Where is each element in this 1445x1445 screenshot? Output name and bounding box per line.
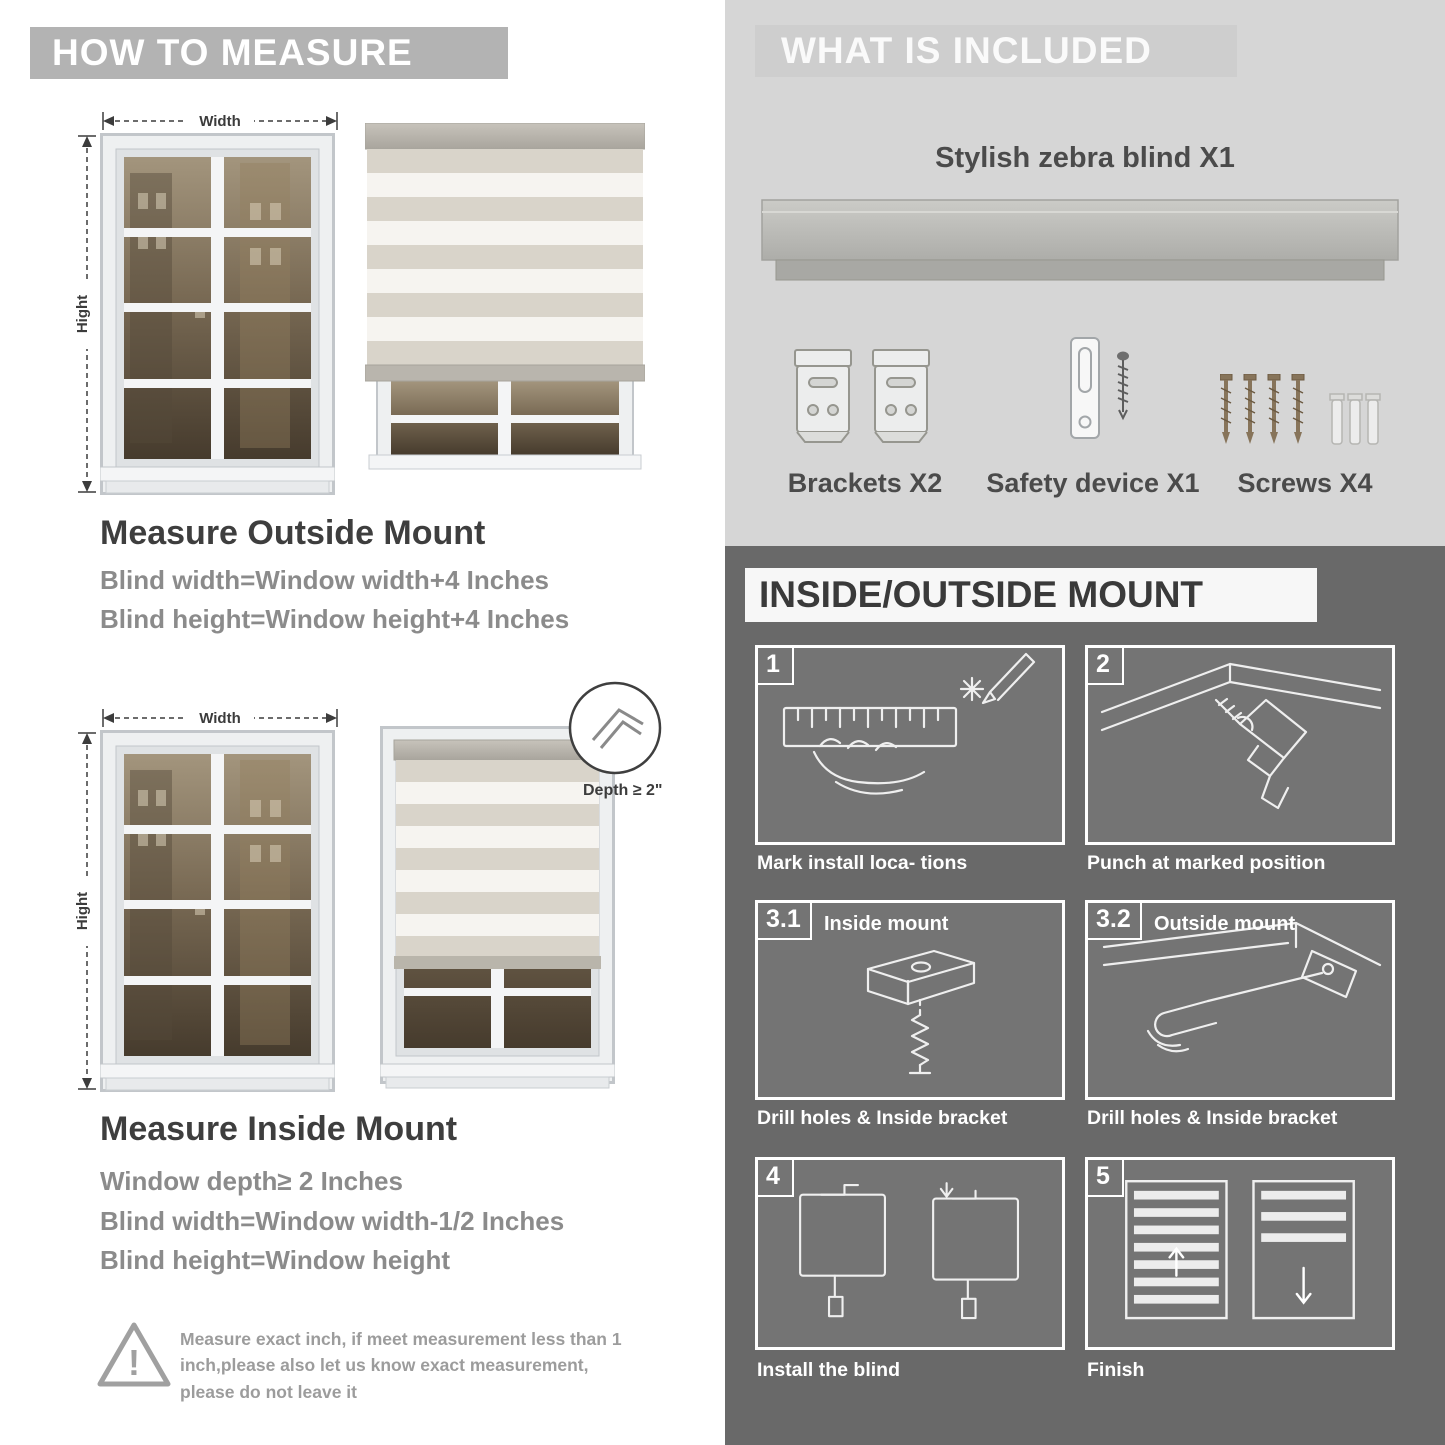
width-measure-arrow: Width — [102, 110, 338, 132]
inside-outside-mount-banner: INSIDE/OUTSIDE MOUNT — [745, 568, 1317, 622]
step-caption-2: Punch at marked position — [1087, 852, 1326, 874]
step-number: 5 — [1088, 1160, 1124, 1197]
brackets-icon — [794, 349, 930, 443]
step-number: 2 — [1088, 648, 1124, 685]
step-caption-3-2: Drill holes & Inside bracket — [1087, 1107, 1338, 1129]
safety-device-label: Safety device X1 — [986, 468, 1200, 498]
step-caption-5: Finish — [1087, 1359, 1145, 1381]
what-is-included-section: WHAT IS INCLUDED Stylish zebra blind X1 — [725, 0, 1445, 546]
window-photo — [100, 133, 335, 495]
outside-mount-figure: Width Hight — [75, 103, 655, 501]
inside-mount-figure: Width Hight Depth ≥ 2" — [75, 681, 700, 1100]
height-arrow-label: Hight — [75, 892, 91, 930]
window-photo — [100, 730, 335, 1092]
warning-text: Measure exact inch, if meet measurement … — [180, 1329, 622, 1402]
step-number: 3.2 — [1088, 903, 1142, 940]
warning-triangle-icon: ! — [97, 1322, 171, 1387]
step-number: 3.1 — [758, 903, 812, 940]
step-title: Outside mount — [1154, 913, 1296, 935]
step-panel-1: 1 — [755, 645, 1065, 845]
step-panel-3-2: 3.2 Outside mount — [1085, 900, 1395, 1100]
width-measure-arrow: Width — [102, 707, 338, 729]
depth-label: Depth ≥ 2" — [583, 782, 663, 799]
height-arrow-label: Hight — [75, 295, 91, 333]
outside-height-formula: Blind height=Window height+4 Inches — [100, 604, 570, 634]
svg-text:!: ! — [128, 1342, 140, 1383]
step-caption-3-1: Drill holes & Inside bracket — [757, 1107, 1008, 1129]
step-caption-4: Install the blind — [757, 1359, 901, 1381]
step-panel-3-1: 3.1 Inside mount — [755, 900, 1065, 1100]
how-to-measure-banner: HOW TO MEASURE — [30, 27, 508, 79]
screws-label: Screws X4 — [1237, 468, 1373, 498]
finish-illustration — [1125, 1180, 1355, 1320]
zebra-blind-label: Stylish zebra blind X1 — [935, 142, 1235, 174]
step-panel-5: 5 — [1085, 1157, 1395, 1350]
screws-icon — [1220, 374, 1381, 446]
safety-device-icon — [1070, 337, 1129, 439]
step-number: 1 — [758, 648, 794, 685]
step-title: Inside mount — [824, 913, 949, 935]
width-arrow-label: Width — [199, 113, 241, 130]
drill-illustration — [1100, 662, 1382, 810]
inside-mount-heading: Measure Inside Mount — [100, 1110, 458, 1148]
mark-locations-illustration — [782, 652, 1036, 795]
width-arrow-label: Width — [199, 710, 241, 727]
mount-instructions-section: INSIDE/OUTSIDE MOUNT 1 Mark install loca… — [725, 546, 1445, 1445]
what-is-included-banner: WHAT IS INCLUDED — [755, 25, 1237, 77]
outside-mount-heading: Measure Outside Mount — [100, 514, 486, 552]
height-measure-arrow: Hight — [75, 732, 98, 1090]
step-number: 4 — [758, 1160, 794, 1197]
inside-bracket-illustration — [866, 949, 976, 1075]
step-panel-4: 4 — [755, 1157, 1065, 1350]
zebra-blind-headrail-image — [761, 199, 1399, 281]
outside-bracket-illustration — [1102, 921, 1382, 1053]
outside-width-formula: Blind width=Window width+4 Inches — [100, 565, 549, 595]
depth-callout-circle — [568, 681, 662, 775]
inside-depth-note: Window depth≥ 2 Inches — [100, 1166, 403, 1196]
outside-mounted-blind-photo — [365, 123, 645, 495]
step-caption-1: Mark install loca- tions — [757, 852, 968, 874]
inside-height-formula: Blind height=Window height — [100, 1245, 450, 1275]
install-blind-illustration — [799, 1182, 1020, 1320]
brackets-label: Brackets X2 — [787, 468, 943, 498]
height-measure-arrow: Hight — [75, 135, 98, 493]
inside-width-formula: Blind width=Window width-1/2 Inches — [100, 1206, 565, 1236]
step-panel-2: 2 — [1085, 645, 1395, 845]
